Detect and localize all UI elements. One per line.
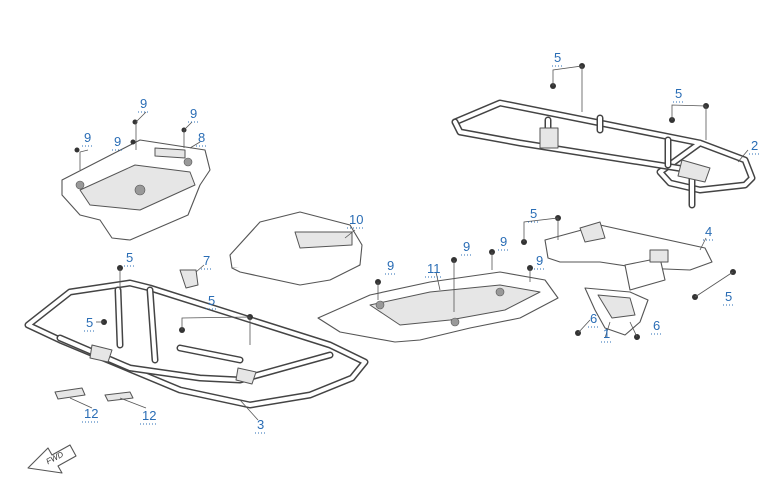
callout-11: 11 [427,261,441,276]
callout-9f: 9 [463,239,470,254]
callout-9a: 9 [140,96,147,111]
callout-4: 4 [705,224,712,239]
callout-5d: 5 [725,289,732,304]
callout-9c: 9 [84,130,91,145]
callout-10: 10 [349,212,363,227]
callout-6a: 6 [590,311,597,326]
callout-6b: 6 [653,318,660,333]
callout-7: 7 [203,253,210,268]
callout-12b: 12 [142,408,156,423]
callout-5b: 5 [675,86,682,101]
callout-9d: 9 [114,134,121,149]
callout-5e: 5 [126,250,133,265]
callout-5f: 5 [86,315,93,330]
callout-9g: 9 [500,234,507,249]
cover-10 [229,211,363,286]
rear-rack-frame [451,99,756,209]
bracket-arm-4 [544,221,713,291]
front-rack-frame [24,279,369,409]
strip-12a [54,387,86,400]
callout-9h: 9 [536,253,543,268]
strip-12b [104,391,134,402]
clip-7 [179,269,199,289]
callout-2: 2 [751,138,758,153]
callout-1: 1 [603,326,610,341]
callout-labels: 1 2 3 4 5 5 5 5 5 5 5 6 6 7 8 9 9 9 9 9 … [84,50,758,432]
guard-plate-1 [584,287,649,336]
callout-5c: 5 [530,206,537,221]
cargo-panel-11 [317,271,559,343]
callout-9e: 9 [387,258,394,273]
callout-8: 8 [198,130,205,145]
callout-12a: 12 [84,406,98,421]
callout-5a: 5 [554,50,561,65]
callout-5g: 5 [208,293,215,308]
leader-lines [69,65,749,421]
fwd-arrow-icon: FWD [27,444,77,474]
rack-panel-8 [61,139,211,241]
callout-9b: 9 [190,106,197,121]
callout-3: 3 [257,417,264,432]
